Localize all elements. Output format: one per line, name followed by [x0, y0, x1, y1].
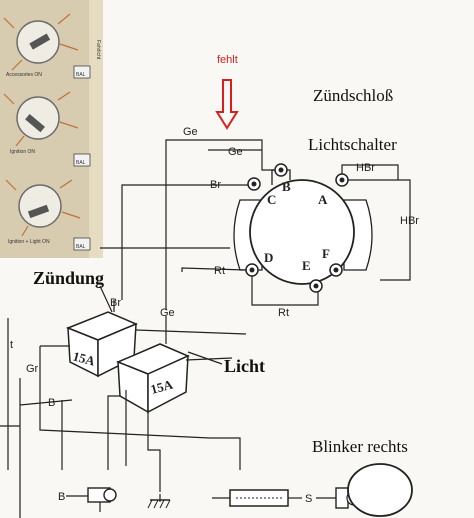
inset-side-strip: [89, 0, 103, 258]
blinker-rechts-title: Blinker rechts: [312, 437, 408, 456]
inset-panel-accessories: Accessories ON BAL: [3, 13, 91, 79]
wire-hbr-right: HBr: [400, 215, 419, 227]
ignition-positions-inset: Fahrlicht Accessories ON BAL Ignition ON…: [0, 0, 103, 258]
switch-wiring: [100, 139, 411, 310]
switch-housing: [249, 179, 355, 285]
inset-box-3: BAL: [76, 244, 86, 250]
zuendung-title: Zündung: [33, 268, 104, 288]
fuse-zuendung: 15A: [65, 311, 138, 378]
wire-br-fuse: Br: [110, 297, 121, 309]
wire-gr: Gr: [26, 363, 39, 375]
key-pointer: [29, 33, 51, 50]
pin-c-label: C: [267, 192, 276, 207]
wire-br-left: Br: [210, 179, 221, 191]
blinker-lamp: [335, 463, 413, 517]
inset-caption-2: Ignition ON: [10, 149, 35, 155]
wire-t: t: [10, 339, 13, 351]
fehlt-label: fehlt: [217, 54, 238, 66]
fuse-licht: 15A: [116, 343, 190, 414]
zuendschloss-title: Zündschloß: [313, 86, 393, 105]
pin-b-label: B: [282, 179, 291, 194]
wire-s-bottom: S: [305, 493, 312, 505]
wire-ge-top: Ge: [183, 126, 198, 138]
key-pointer: [27, 204, 50, 219]
light-switch: C B A D E F: [233, 163, 373, 293]
inset-panel-ignition: Ignition ON BAL: [3, 91, 91, 167]
licht-title: Licht: [224, 356, 265, 376]
inset-caption-1: Accessories ON: [6, 72, 42, 78]
pin-e-label: E: [302, 258, 311, 273]
connector-bar: [212, 489, 302, 507]
ground-icon: [147, 499, 171, 509]
fuse-wiring: [0, 300, 247, 518]
inset-caption-3: Ignition + Light ON: [8, 239, 50, 245]
fuse-1-rating: 15A: [71, 348, 97, 368]
key-pointer: [25, 114, 45, 133]
inset-side-text: Fahrlicht: [95, 40, 101, 60]
lamp-socket: [87, 487, 117, 512]
missing-wire-marker: fehlt: [215, 54, 239, 130]
wire-ge-mid: Ge: [228, 146, 243, 158]
wire-b-bottom: B: [58, 491, 65, 503]
inset-box-2: BAL: [76, 160, 86, 166]
pin-d-label: D: [264, 250, 273, 265]
wire-hbr-top: HBr: [356, 162, 375, 174]
wire-b: B: [48, 397, 55, 409]
wire-rt-bottom: Rt: [278, 307, 289, 319]
inset-panel-ignition-light: Ignition + Light ON BAL: [5, 179, 91, 251]
inset-box-1: BAL: [76, 72, 86, 78]
wire-rt-left: Rt: [214, 265, 225, 277]
wire-ge-fuse: Ge: [160, 307, 175, 319]
key-switch-dial: [18, 184, 62, 228]
lichtschalter-title: Lichtschalter: [308, 135, 397, 154]
key-switch-dial: [16, 96, 60, 140]
pin-a-label: A: [318, 192, 328, 207]
pin-f-label: F: [322, 246, 330, 261]
down-arrow-icon: [215, 79, 239, 130]
fuse-2-rating: 15A: [149, 376, 175, 396]
